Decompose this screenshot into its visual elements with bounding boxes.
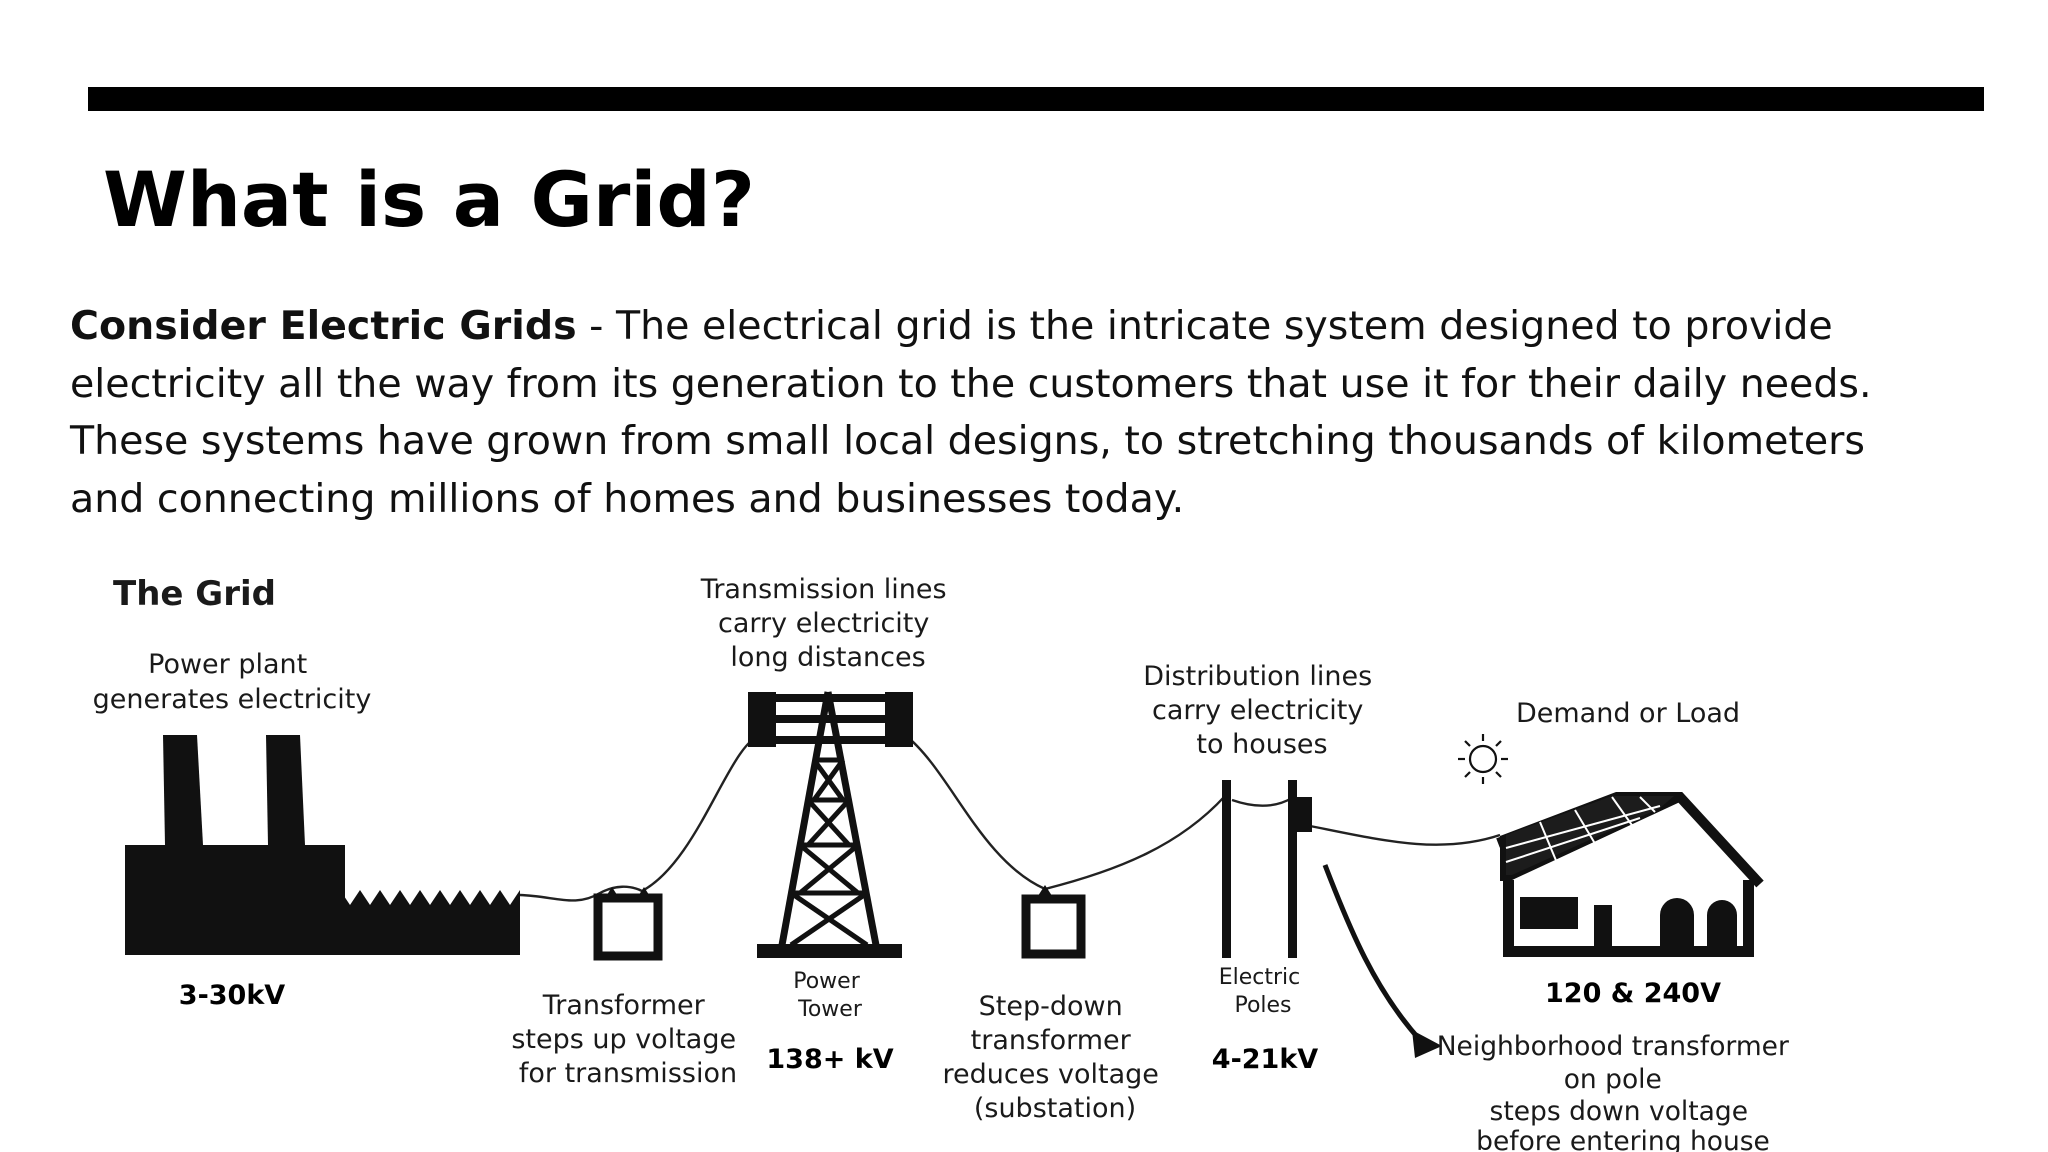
power-plant-caption: Power plant generates electricity <box>93 649 372 715</box>
step-up-caption-line-1: Transformer <box>542 990 706 1021</box>
neighborhood-arrow-icon <box>1322 864 1442 1058</box>
distribution-caption-line-3: to houses <box>1196 729 1327 760</box>
transmission-caption-line-2: carry electricity <box>718 608 929 639</box>
demand-caption: Demand or Load <box>1516 698 1740 729</box>
step-down-caption-line-1: Step-down <box>979 991 1123 1022</box>
power-tower-voltage: 138+ kV <box>766 1044 893 1075</box>
sun-icon <box>1458 734 1508 784</box>
pole-to-pole-wire <box>1231 796 1293 807</box>
step-up-transformer-icon <box>593 887 663 961</box>
power-tower-icon <box>748 691 913 958</box>
neighborhood-caption-line-3: steps down voltage <box>1490 1096 1749 1127</box>
house-voltage: 120 & 240V <box>1545 978 1721 1009</box>
house-icon <box>1496 792 1764 957</box>
intro-paragraph: Consider Electric Grids - The electrical… <box>70 298 1950 528</box>
transformer-to-tower-wire-left <box>641 733 763 893</box>
tower-to-substation-wire <box>904 734 1046 891</box>
distribution-caption: Distribution lines carry electricity to … <box>1143 661 1381 760</box>
diagram-heading: The Grid <box>113 574 276 614</box>
neighborhood-caption-line-1: Neighborhood transformer <box>1437 1031 1789 1062</box>
distribution-caption-line-1: Distribution lines <box>1143 661 1372 692</box>
electric-poles-voltage: 4-21kV <box>1212 1044 1319 1075</box>
transmission-caption-line-3: long distances <box>730 642 925 673</box>
pole-to-house-wire <box>1309 824 1501 846</box>
power-tower-caption: Power Tower <box>793 969 867 1022</box>
power-plant-caption-line-2: generates electricity <box>93 684 372 715</box>
electric-poles-caption-line-1: Electric <box>1219 965 1301 990</box>
substation-to-pole-wire <box>1044 795 1226 891</box>
power-plant-voltage: 3-30kV <box>179 980 286 1011</box>
step-down-transformer-icon <box>1021 885 1086 959</box>
step-down-caption-line-3: reduces voltage <box>943 1059 1159 1090</box>
title-accent-bar <box>88 87 1984 111</box>
step-down-transformer-caption: Step-down transformer reduces voltage (s… <box>943 991 1168 1124</box>
transmission-caption-line-1: Transmission lines <box>700 574 947 605</box>
step-up-caption-line-3: for transmission <box>519 1058 737 1089</box>
neighborhood-caption-line-4: before entering house <box>1476 1126 1770 1152</box>
distribution-caption-line-2: carry electricity <box>1152 695 1363 726</box>
intro-body-text: - The electrical grid is the intricate s… <box>70 303 1872 522</box>
electric-poles-icon <box>1222 780 1312 958</box>
plant-to-transformer-wire <box>519 885 643 902</box>
power-lines <box>519 733 1501 902</box>
intro-bold-lead: Consider Electric Grids <box>70 303 577 349</box>
slide-title: What is a Grid? <box>103 155 755 244</box>
transmission-caption: Transmission lines carry electricity lon… <box>700 574 955 673</box>
power-plant-icon <box>125 735 520 955</box>
power-tower-caption-line-2: Tower <box>797 997 863 1022</box>
electric-poles-caption: Electric Poles <box>1219 965 1308 1018</box>
step-up-transformer-caption: Transformer steps up voltage for transmi… <box>511 990 744 1089</box>
step-down-caption-line-2: transformer <box>971 1025 1132 1056</box>
neighborhood-transformer-caption: Neighborhood transformer on pole steps d… <box>1437 1031 1798 1152</box>
electric-poles-caption-line-2: Poles <box>1234 993 1291 1018</box>
power-tower-caption-line-1: Power <box>793 969 860 994</box>
step-down-caption-line-4: (substation) <box>974 1093 1136 1124</box>
neighborhood-caption-line-2: on pole <box>1564 1064 1662 1095</box>
power-plant-caption-line-1: Power plant <box>148 649 307 680</box>
step-up-caption-line-2: steps up voltage <box>511 1024 736 1055</box>
